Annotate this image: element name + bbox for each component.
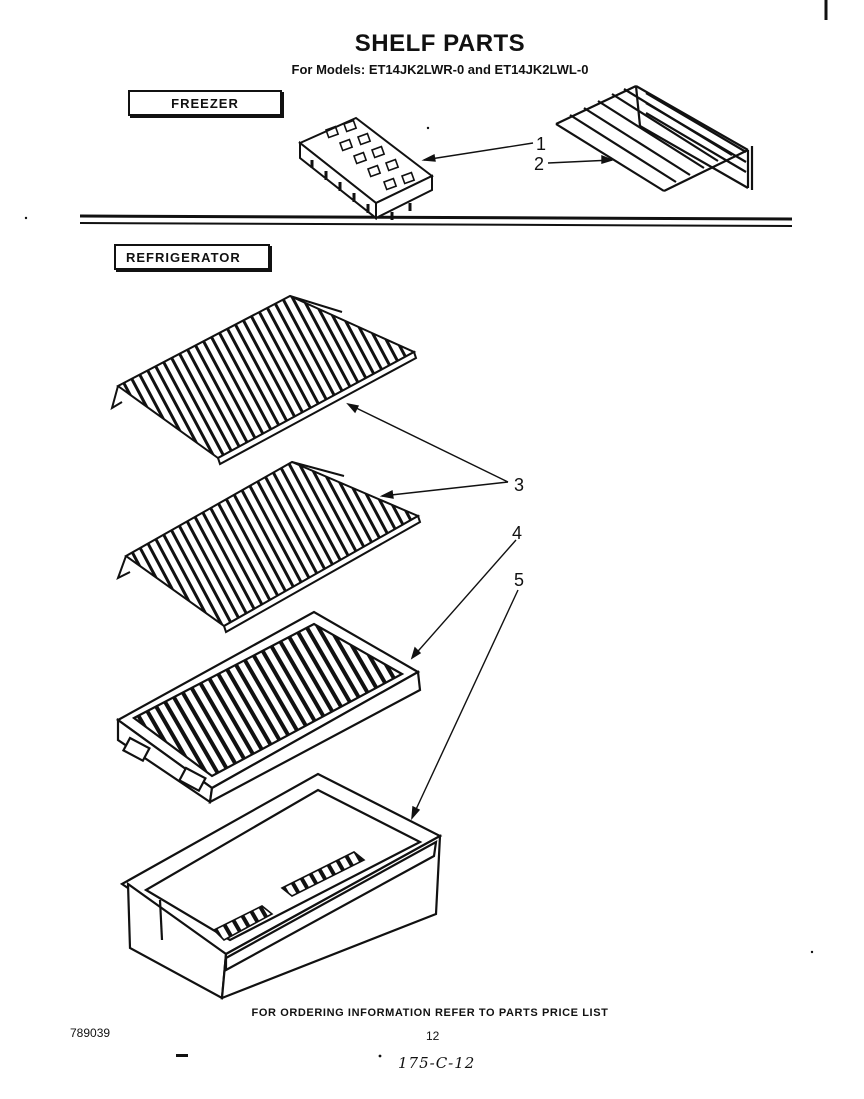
ice-cube-tray (298, 116, 434, 221)
document-number: 789039 (70, 1026, 111, 1040)
freezer-section-label: FREEZER (128, 90, 282, 116)
callout-5: 5 (514, 570, 524, 590)
refrigerator-section-label: REFRIGERATOR (114, 244, 270, 270)
callout-1: 1 (536, 134, 546, 154)
section-divider (79, 214, 793, 227)
page-number: 12 (426, 1029, 440, 1043)
scan-specks (24, 126, 814, 1058)
models-subtitle: For Models: ET14JK2LWR-0 and ET14JK2LWL-… (291, 62, 589, 77)
page-title: SHELF PARTS (354, 30, 526, 57)
callout-4: 4 (512, 523, 522, 543)
handwritten-annotation: 175-C-12 (398, 1054, 476, 1072)
crisper-cover (115, 610, 422, 804)
leader-lines-refrigerator (346, 402, 519, 821)
refrigerator-wire-shelf-upper (110, 294, 418, 466)
callout-3: 3 (514, 475, 524, 495)
refrigerator-wire-shelf-lower (116, 460, 422, 634)
freezer-wire-shelf (555, 85, 754, 192)
ordering-note: FOR ORDERING INFORMATION REFER TO PARTS … (251, 1007, 609, 1019)
leader-lines-freezer (421, 142, 615, 164)
callout-2: 2 (534, 154, 544, 174)
crisper-pan (119, 772, 443, 1000)
